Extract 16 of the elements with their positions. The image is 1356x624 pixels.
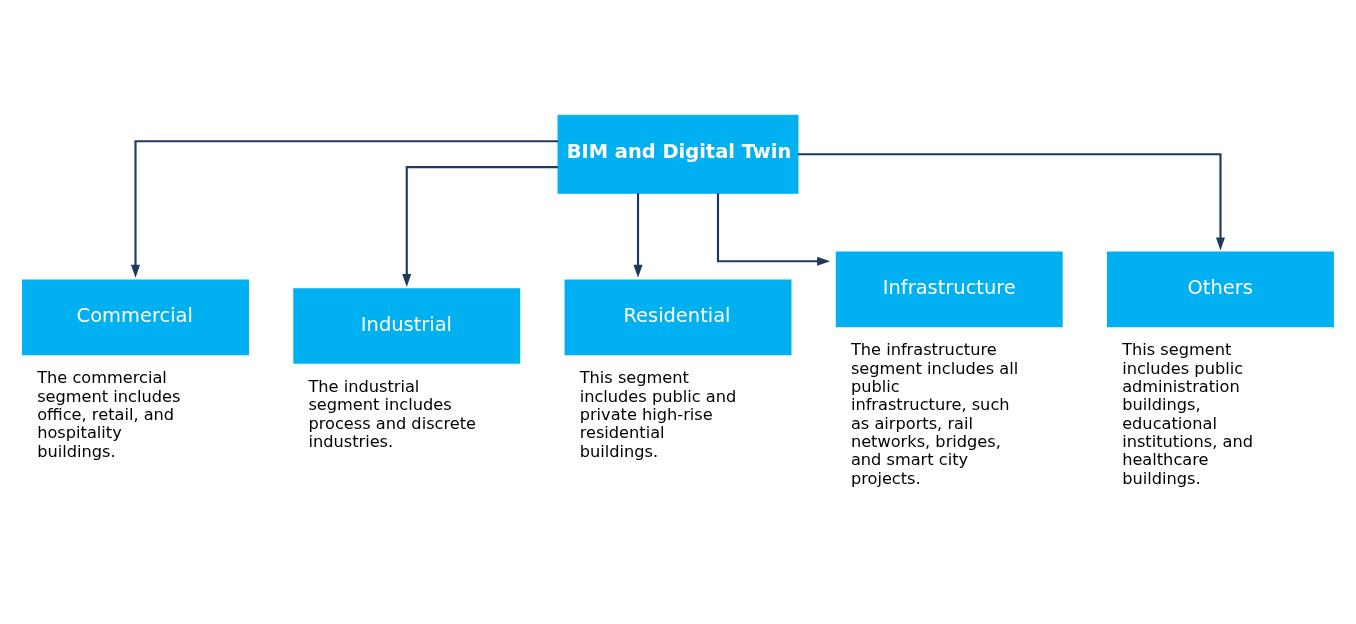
- arrow: [716, 193, 831, 266]
- node-label: The commercial segment includes office, retail, and hospitality buildings.: [37, 368, 181, 461]
- node-label: This segment includes public and private high-rise residential buildings.: [579, 368, 737, 461]
- arrow: [130, 140, 558, 278]
- node-box: Residential: [564, 279, 792, 356]
- node-box: BIM and Digital Twin: [557, 114, 799, 194]
- node-box: Infrastructure: [835, 251, 1063, 328]
- node-box: Industrial: [293, 288, 521, 364]
- arrow: [633, 193, 643, 278]
- node-label: The infrastructure segment includes all public infrastructure, such as airports, rail networks, bridges, and smart city projects.: [850, 340, 1019, 488]
- arrow: [798, 153, 1226, 251]
- node-label: The industrial segment includes process and discrete industries.: [308, 376, 477, 452]
- node-box: Others: [1107, 251, 1334, 328]
- arrow: [402, 166, 558, 287]
- node-label: This segment includes public administration buildings, educational institutions, and healthcare buildings.: [1122, 340, 1253, 488]
- node-box: Commercial: [22, 279, 249, 356]
